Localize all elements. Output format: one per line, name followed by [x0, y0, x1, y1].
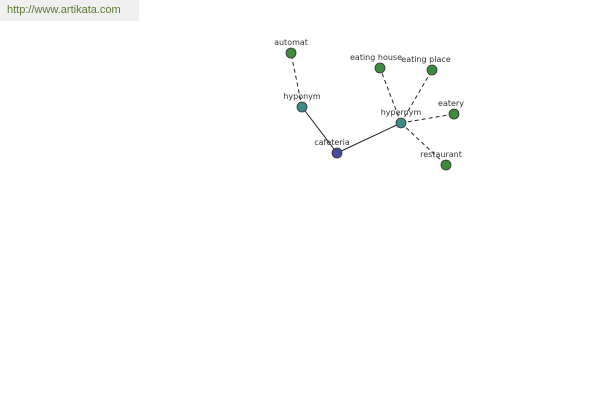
node-automat-dot[interactable] — [285, 47, 297, 59]
node-eating-house[interactable]: eating house — [350, 53, 402, 74]
site-url-link[interactable]: http://www.artikata.com — [7, 4, 121, 16]
node-hyponym[interactable]: hyponym — [283, 92, 321, 113]
node-cafeteria[interactable]: cafeteria — [314, 138, 350, 159]
url-bar: http://www.artikata.com — [0, 0, 139, 21]
edge-hypernym-eatery — [400, 113, 455, 124]
node-automat-label: automat — [274, 38, 308, 47]
node-eatery-label: eatery — [438, 99, 464, 108]
node-hyponym-dot[interactable] — [296, 101, 308, 113]
edge-hypernym-eating-house — [379, 67, 402, 124]
node-eating-house-label: eating house — [350, 53, 402, 62]
edge-cafeteria-hypernym — [336, 122, 402, 154]
node-cafeteria-label: cafeteria — [314, 138, 350, 147]
edge-hypernym-eating-place — [400, 69, 433, 124]
node-restaurant[interactable]: restaurant — [420, 150, 462, 171]
edge-cafeteria-hyponym — [301, 106, 338, 154]
node-eatery[interactable]: eatery — [438, 99, 464, 120]
node-hypernym[interactable]: hypernym — [381, 108, 422, 129]
node-eating-place-dot[interactable] — [426, 64, 438, 76]
node-eating-place-label: eating place — [401, 55, 450, 64]
node-cafeteria-dot[interactable] — [331, 147, 343, 159]
node-hypernym-dot[interactable] — [395, 117, 407, 129]
node-restaurant-label: restaurant — [420, 150, 462, 159]
node-hyponym-label: hyponym — [283, 92, 321, 101]
node-eating-house-dot[interactable] — [374, 62, 386, 74]
node-automat[interactable]: automat — [274, 38, 308, 59]
edges — [290, 52, 455, 166]
edge-hypernym-restaurant — [400, 122, 447, 166]
node-hypernym-label: hypernym — [381, 108, 422, 117]
node-restaurant-dot[interactable] — [440, 159, 452, 171]
edge-hyponym-automat — [290, 52, 303, 108]
node-eatery-dot[interactable] — [448, 108, 460, 120]
node-eating-place[interactable]: eating place — [401, 55, 451, 76]
